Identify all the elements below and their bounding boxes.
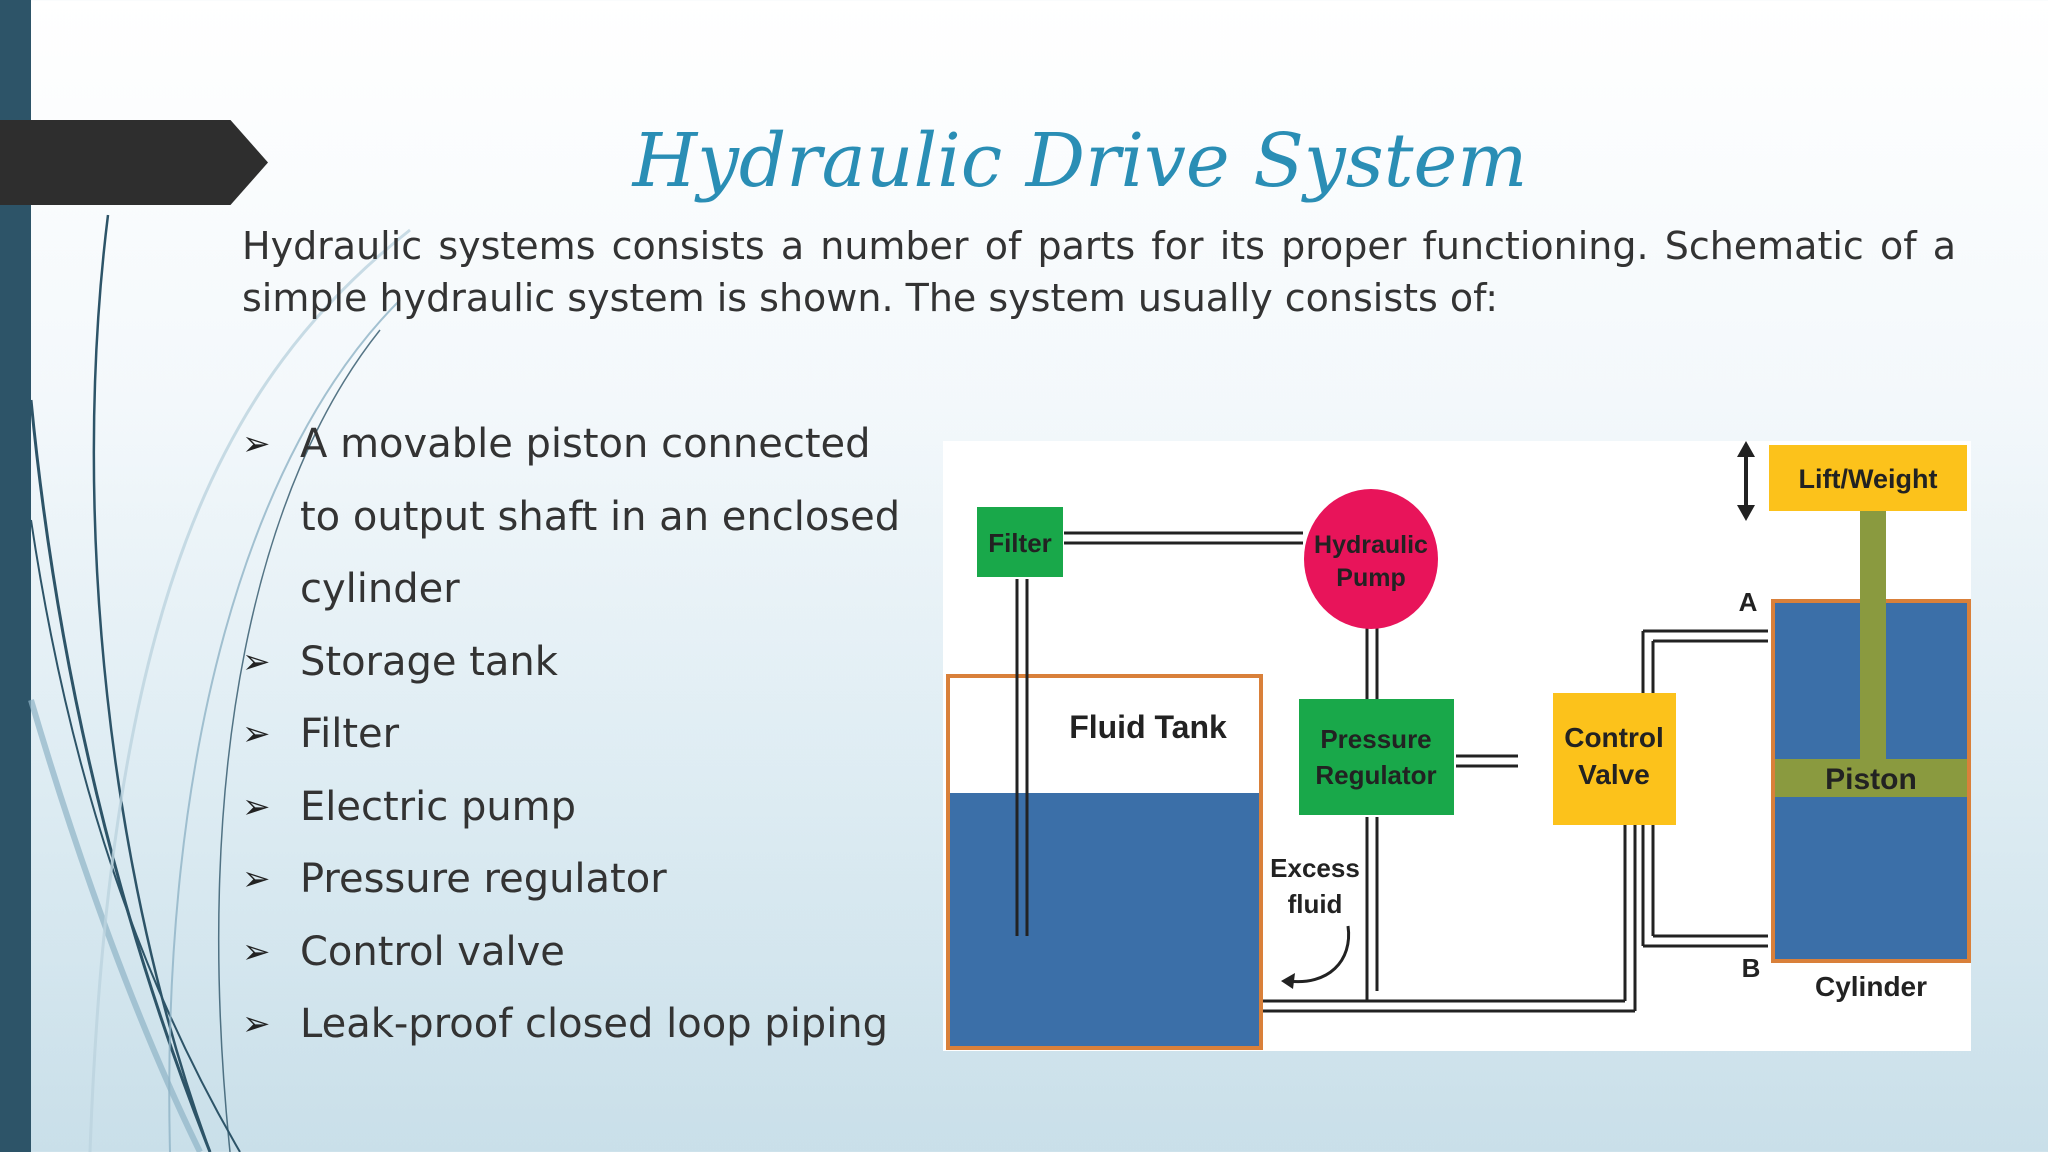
arrow-bullet-icon: ➢ <box>242 1004 271 1044</box>
regulator-label-line1: Pressure <box>1320 724 1431 754</box>
valve-label-line1: Control <box>1564 722 1664 753</box>
intro-paragraph: Hydraulic systems consists a number of p… <box>242 224 1956 320</box>
pressure-regulator <box>1299 699 1454 815</box>
pump-label-line2: Pump <box>1336 564 1405 592</box>
list-item: ➢ Control valve <box>242 916 902 989</box>
diagram-svg: Fluid Tank Filter Hydraulic Pump Pressur… <box>946 441 1971 1050</box>
hydraulic-system-diagram: Fluid Tank Filter Hydraulic Pump Pressur… <box>943 441 1971 1051</box>
filter-box <box>977 507 1063 577</box>
tank-fluid <box>950 793 1259 1046</box>
list-item: ➢ Electric pump <box>242 771 902 844</box>
piston <box>1775 759 1967 797</box>
pump-label-line1: Hydraulic <box>1314 531 1428 559</box>
cylinder-label: Cylinder <box>1815 971 1927 1002</box>
fluid-tank-label: Fluid Tank <box>1069 709 1227 745</box>
list-item-text: Filter <box>300 711 400 757</box>
list-item-text: Control valve <box>300 928 565 975</box>
lift-weight-box <box>1769 445 1967 511</box>
excess-arrow-icon <box>1287 925 1351 984</box>
excess-label-line2: fluid <box>1288 889 1343 919</box>
list-item: ➢ A movable piston connected to output sh… <box>242 408 902 626</box>
arrow-bullet-icon: ➢ <box>242 859 271 899</box>
valve-label-line2: Valve <box>1578 759 1650 790</box>
arrow-bullet-icon: ➢ <box>242 714 271 754</box>
component-list: ➢ A movable piston connected to output sh… <box>242 408 902 1061</box>
filter-label: Filter <box>988 528 1052 558</box>
list-item: ➢ Leak-proof closed loop piping <box>242 988 902 1061</box>
arrow-bullet-icon: ➢ <box>242 424 271 464</box>
piston-label: Piston <box>1825 763 1917 796</box>
arrow-bullet-icon: ➢ <box>242 641 271 682</box>
lift-weight-label: Lift/Weight <box>1799 464 1938 494</box>
excess-label-line1: Excess <box>1270 853 1360 883</box>
title-tag-shape <box>0 120 268 205</box>
list-item: ➢ Filter <box>242 698 902 771</box>
arrow-bullet-icon: ➢ <box>242 786 271 827</box>
slide-title: Hydraulic Drive System <box>632 118 1528 204</box>
list-item: ➢ Pressure regulator <box>242 843 902 916</box>
regulator-label-line2: Regulator <box>1315 760 1436 790</box>
list-item-text: Storage tank <box>300 638 558 685</box>
control-valve <box>1553 693 1676 825</box>
list-item-text: A movable piston connected to output sha… <box>300 421 901 612</box>
list-item-text: Pressure regulator <box>300 856 667 902</box>
piston-rod <box>1860 509 1886 761</box>
list-item-text: Electric pump <box>300 783 577 830</box>
hydraulic-pump <box>1304 489 1438 629</box>
port-a-label: A <box>1739 587 1758 617</box>
list-item-text: Leak-proof closed loop piping <box>300 1001 889 1047</box>
list-item: ➢ Storage tank <box>242 626 902 699</box>
port-b-label: B <box>1742 953 1761 983</box>
arrow-bullet-icon: ➢ <box>242 931 271 972</box>
up-down-arrow-icon <box>1737 441 1755 521</box>
